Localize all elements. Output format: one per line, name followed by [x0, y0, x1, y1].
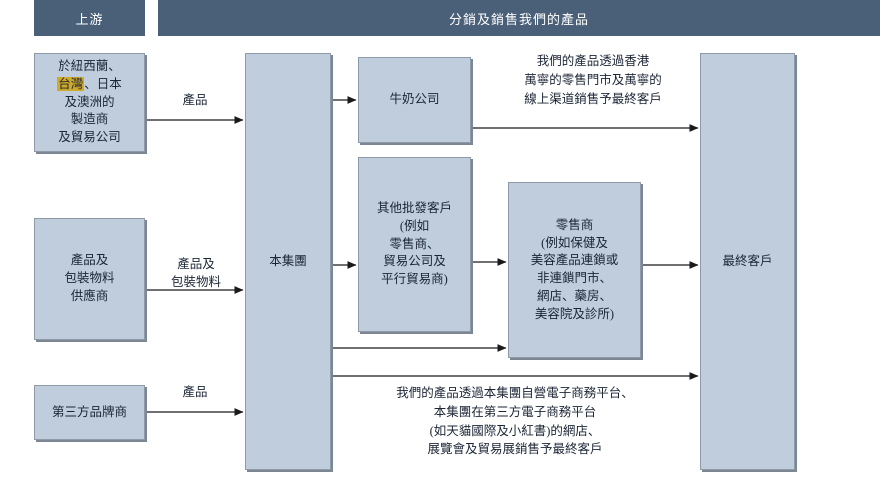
- header-upstream: 上游: [34, 0, 145, 36]
- label-products-top: 產品: [150, 92, 240, 110]
- box-other-wholesale-customers: 其他批發客戶 (例如 零售商、 貿易公司及 平行貿易商): [358, 157, 471, 332]
- note-mannings-line3: 線上渠道銷售予最終客戶: [524, 91, 662, 106]
- label-products-bottom: 產品: [150, 384, 240, 402]
- box-manufacturers: 於紐西蘭、 台灣、日本 及澳洲的 製造商 及貿易公司: [34, 53, 145, 152]
- note-mannings-line2: 萬寧的零售門市及萬寧的: [524, 72, 662, 87]
- box-other-wholesale-line3: 零售商、: [389, 236, 440, 251]
- note-mannings-channel: 我們的產品透過香港 萬寧的零售門市及萬寧的 線上渠道銷售予最終客戶: [488, 52, 698, 108]
- box-retailers-line1: 零售商: [555, 217, 594, 232]
- box-other-wholesale-line1: 其他批發客戶: [376, 201, 452, 216]
- box-manufacturers-line1: 於紐西蘭、: [58, 59, 121, 74]
- box-suppliers-line3: 供應商: [70, 288, 109, 303]
- box-milk-company: 牛奶公司: [358, 57, 471, 143]
- box-manufacturers-line5: 及貿易公司: [58, 130, 121, 145]
- box-retailers-line3: 美容產品連鎖或: [530, 253, 619, 268]
- note-ecommerce-line3: (如天貓國際及小紅書)的網店、: [429, 423, 601, 438]
- header-distribution-label: 分銷及銷售我們的產品: [448, 11, 589, 27]
- box-retailers-line6: 美容院及診所): [534, 306, 615, 321]
- label-products-top-text: 產品: [182, 93, 208, 107]
- box-end-customers: 最終客戶: [700, 53, 795, 470]
- box-suppliers-line1: 產品及: [70, 253, 109, 268]
- box-milk-company-line1: 牛奶公司: [389, 92, 440, 107]
- box-group-line1: 本集團: [269, 253, 307, 268]
- box-manufacturers-line2: 台灣、日本: [37, 76, 142, 94]
- box-manufacturers-line3: 及澳洲的: [64, 94, 115, 109]
- label-products-bottom-text: 產品: [182, 385, 208, 399]
- box-manufacturers-line4: 製造商: [70, 112, 109, 127]
- box-end-customers-line1: 最終客戶: [722, 253, 773, 268]
- box-other-wholesale-line2: (例如: [399, 218, 430, 233]
- label-products-and-packaging: 產品及 包裝物料: [146, 256, 246, 292]
- box-other-wholesale-line4: 貿易公司及: [383, 254, 446, 269]
- box-suppliers: 產品及 包裝物料 供應商: [34, 218, 145, 340]
- note-mannings-line1: 我們的產品透過香港: [536, 54, 650, 68]
- note-ecommerce-line4: 展覽會及貿易展銷售予最終客戶: [427, 442, 603, 457]
- label-products-and-packaging-line2: 包裝物料: [170, 274, 221, 289]
- box-group: 本集團: [245, 53, 331, 470]
- box-retailers-line5: 網店、藥房、: [536, 288, 612, 303]
- box-retailers: 零售商 (例如保健及 美容產品連鎖或 非連鎖門市、 網店、藥房、 美容院及診所): [508, 182, 641, 358]
- note-ecommerce-line1: 我們的產品透過本集團自營電子商務平台、: [396, 386, 634, 400]
- box-suppliers-line2: 包裝物料: [64, 271, 115, 286]
- box-manufacturers-line2-post: 、日本: [84, 76, 122, 91]
- header-upstream-label: 上游: [75, 11, 104, 27]
- box-retailers-line2: (例如保健及: [541, 235, 608, 250]
- note-ecommerce-channel: 我們的產品透過本集團自營電子商務平台、 本集團在第三方電子商務平台 (如天貓國際…: [332, 384, 698, 459]
- label-products-and-packaging-line1: 產品及: [177, 257, 215, 271]
- box-third-party-brands: 第三方品牌商: [34, 385, 145, 440]
- box-other-wholesale-line5: 平行貿易商): [381, 272, 448, 287]
- header-distribution: 分銷及銷售我們的產品: [158, 0, 880, 36]
- note-ecommerce-line2: 本集團在第三方電子商務平台: [433, 404, 597, 419]
- box-retailers-line4: 非連鎖門市、: [536, 271, 612, 285]
- highlight-taiwan: 台灣: [57, 76, 85, 91]
- box-third-party-brands-line1: 第三方品牌商: [51, 404, 127, 419]
